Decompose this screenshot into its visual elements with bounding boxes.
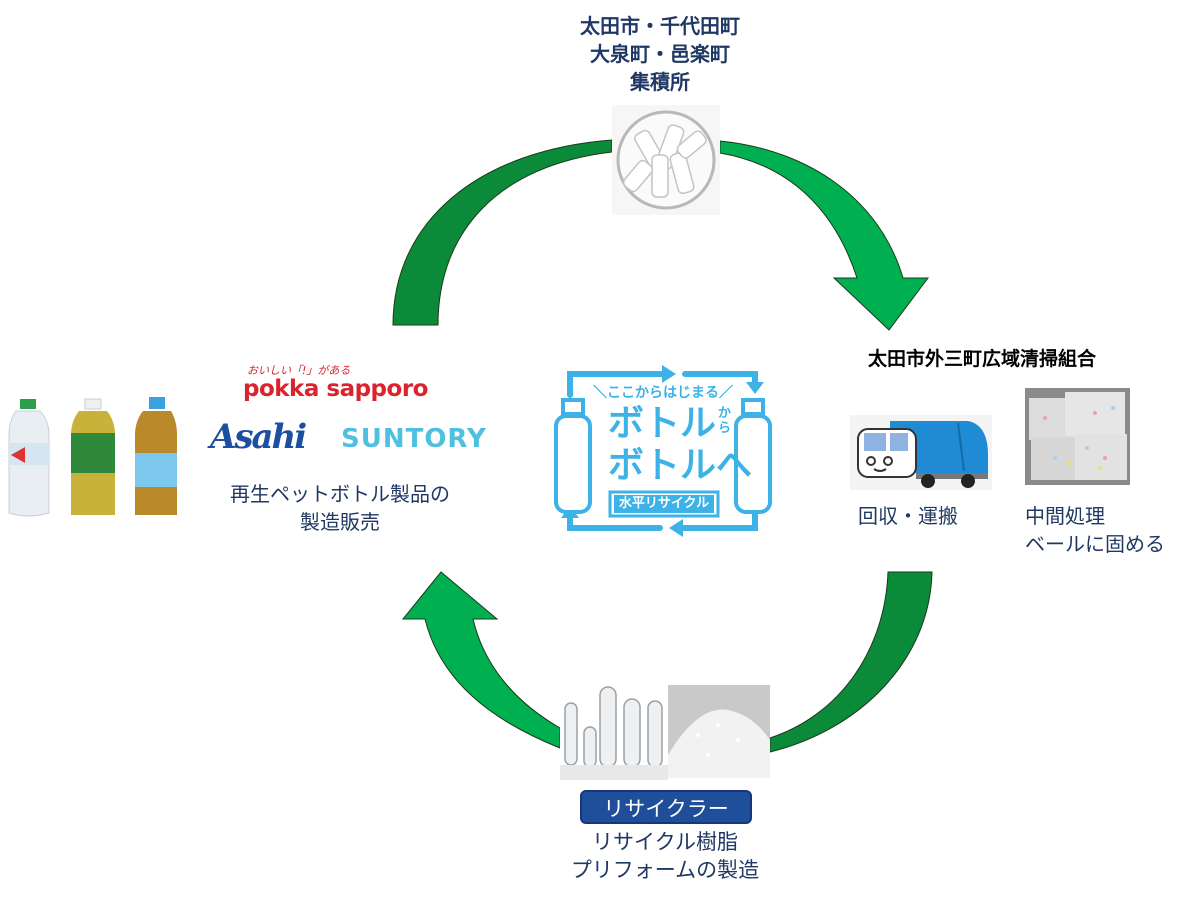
- arrow-manufacture-to-collection: [392, 139, 613, 326]
- arrow-recycler-to-manufacture: [401, 571, 561, 749]
- recycler-description: リサイクル樹脂 プリフォームの製造: [520, 828, 810, 884]
- logo-frame: [554, 365, 772, 537]
- suntory-logo: SUNTORY: [341, 424, 487, 454]
- collection-transport-label: 回収・運搬: [858, 504, 958, 528]
- mitsuya-cider-bottle: [8, 399, 50, 517]
- plastic-bales-image: [1025, 388, 1130, 485]
- logo-band-text: 水平リサイクル: [618, 496, 710, 511]
- pet-bottle-products-image: [8, 397, 177, 517]
- bottle-to-bottle-logo: ＼ここからはじまる／ ボトル から ボトルへ 水平リサイクル: [550, 360, 775, 540]
- arrow-union-to-recycler: [769, 571, 933, 753]
- preforms-image: [560, 685, 668, 780]
- barley-tea-bottle: [135, 397, 177, 515]
- resin-pellets-image: [668, 685, 770, 778]
- processing-line: 中間処理: [1025, 504, 1105, 528]
- logo-line2: ボトルへ: [608, 445, 753, 486]
- arrow-collection-to-union: [719, 140, 929, 331]
- garbage-truck-image: [850, 415, 992, 490]
- manufacturer-line: 再生ペットボトル製品の: [230, 482, 450, 506]
- pokka-tagline: おいしい「!」がある: [247, 364, 351, 377]
- intermediate-processing-label: 中間処理 ベールに固める: [1025, 502, 1165, 558]
- collection-line: 太田市・千代田町: [580, 14, 740, 38]
- bottle-bag-image: [612, 105, 720, 215]
- logo-kara: から: [718, 406, 732, 436]
- logo-line1: ボトル: [608, 403, 717, 444]
- pokka-sapporo-logo: pokka sapporo: [243, 376, 428, 402]
- logo-tagline: ＼ここからはじまる／: [593, 385, 733, 401]
- collection-line: 大泉町・邑楽町: [590, 42, 730, 66]
- asahi-logo: Asahi: [210, 417, 307, 457]
- green-tea-bottle: [71, 398, 115, 515]
- manufacturer-line: 製造販売: [300, 510, 380, 534]
- recycler-line: プリフォームの製造: [570, 858, 760, 882]
- collection-line: 集積所: [630, 70, 690, 94]
- collection-point-label: 太田市・千代田町 大泉町・邑楽町 集積所: [540, 12, 780, 96]
- manufacturer-description: 再生ペットボトル製品の 製造販売: [205, 480, 475, 536]
- recycler-line: リサイクル樹脂: [592, 830, 738, 854]
- processing-line: ベールに固める: [1025, 532, 1165, 556]
- union-title: 太田市外三町広域清掃組合: [868, 348, 1097, 370]
- recycler-badge: リサイクラー: [580, 790, 752, 824]
